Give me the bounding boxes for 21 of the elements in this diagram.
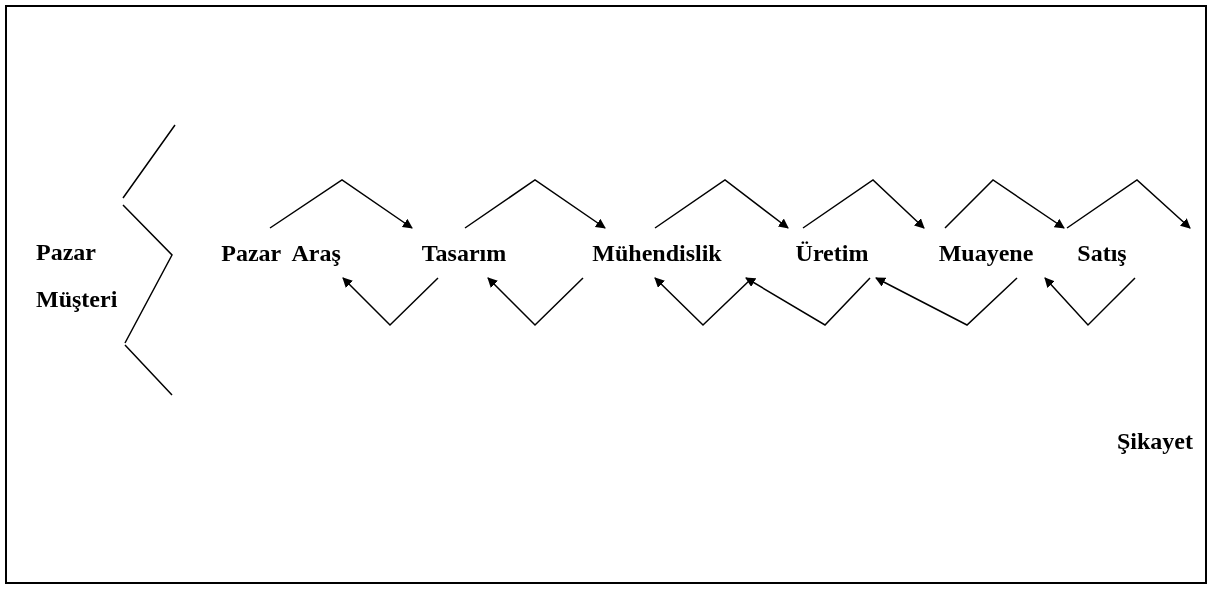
stage-label: Mühendislik: [592, 241, 722, 265]
stage-label: Pazar Araş: [221, 241, 341, 265]
arrow: [944, 179, 1065, 229]
arrow: [654, 179, 789, 229]
arrow: [745, 277, 871, 326]
arrow: [342, 277, 439, 327]
arrow: [802, 179, 925, 229]
arrow: [1044, 277, 1136, 327]
arrow: [487, 277, 584, 327]
side-label: Müşteri: [36, 287, 118, 311]
stage-label: Şikayet: [1117, 429, 1193, 453]
stage-label: Muayene: [938, 241, 1034, 265]
arrow: [464, 179, 606, 229]
stage-label: Tasarım: [421, 241, 507, 265]
arrow: [875, 277, 1018, 326]
stage-label: Üretim: [795, 241, 869, 265]
arrow: [1066, 179, 1191, 229]
arrow: [654, 277, 751, 327]
arrow: [269, 179, 413, 229]
side-label: Pazar: [36, 240, 96, 264]
stage-label: Satış: [1077, 241, 1127, 265]
